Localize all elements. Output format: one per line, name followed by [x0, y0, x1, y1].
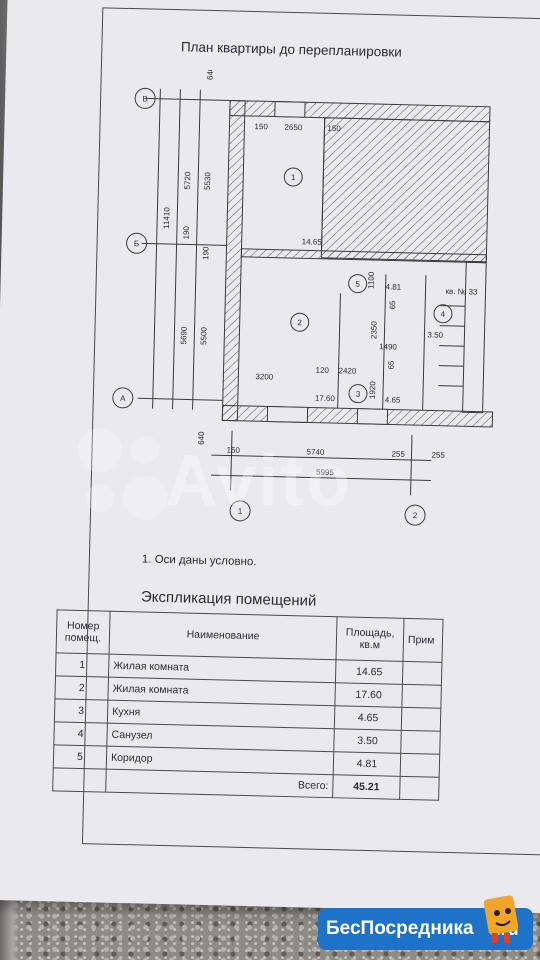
row-num: 2 — [54, 675, 109, 701]
row-area: 4.65 — [334, 705, 402, 731]
total-value: 45.21 — [332, 774, 401, 800]
dim-bottom-150: 150 — [226, 445, 240, 454]
logo-text: БесПосредника — [326, 918, 474, 939]
dim-left-5690: 5690 — [179, 326, 188, 345]
area-room-2: 17.60 — [315, 394, 336, 403]
area-room-3: 4.65 — [385, 395, 401, 404]
dim-left-5500: 5500 — [199, 326, 208, 345]
dim-top-150-b: 150 — [327, 124, 341, 133]
dim-left-5720: 5720 — [183, 171, 192, 190]
axis-bubble-v — [134, 87, 156, 109]
row-num: 3 — [54, 698, 108, 724]
axis-bubble-1 — [229, 500, 251, 522]
axis-label-v: В — [142, 94, 148, 103]
dim-65-b: 65 — [387, 360, 396, 370]
neighbor-area — [320, 117, 491, 263]
area-room-4: 3.50 — [427, 330, 443, 339]
dim-3200: 3200 — [255, 372, 274, 381]
room-number-3: 3 — [356, 390, 361, 399]
row-area: 14.65 — [335, 659, 403, 685]
room-bubble-5 — [348, 274, 368, 294]
axis-bubble-2 — [404, 504, 426, 526]
dim-left-5530: 5530 — [203, 171, 212, 190]
axis-label-1: 1 — [238, 507, 243, 516]
axis-bubble-b — [126, 232, 148, 254]
room-number-5: 5 — [355, 280, 360, 289]
dim-bottom-5995: 5995 — [316, 468, 335, 477]
stair-well — [462, 261, 487, 414]
axis-label-2: 2 — [413, 511, 418, 520]
header-area: Площадь, кв.м — [335, 616, 405, 662]
dim-left-640-top: 640 — [206, 67, 215, 80]
room-number-2: 2 — [297, 318, 302, 327]
watermark-text: Avito — [165, 441, 353, 521]
room-bubble-1 — [283, 167, 303, 187]
header-num: Номер помещ. — [56, 609, 111, 655]
axis-bubble-a — [112, 387, 134, 409]
total-label: Всего: — [105, 769, 334, 798]
dim-left-11410: 11410 — [162, 207, 172, 229]
dim-120: 120 — [315, 366, 329, 375]
room-bubble-3 — [348, 384, 368, 404]
row-area: 4.81 — [333, 751, 401, 777]
neighbor-label: кв. № 33 — [445, 287, 478, 297]
dim-left-190-a: 190 — [182, 225, 191, 239]
dim-bottom-5740: 5740 — [306, 447, 325, 456]
row-note — [401, 684, 442, 709]
dim-bottom-255-b: 255 — [431, 450, 445, 459]
wall-left — [221, 99, 246, 422]
row-num: 1 — [55, 652, 110, 678]
dim-2420: 2420 — [338, 366, 357, 375]
room-number-1: 1 — [291, 173, 296, 182]
row-note — [401, 707, 441, 732]
axis-label-a: А — [120, 394, 126, 403]
row-note — [400, 730, 441, 755]
dim-top-2650: 2650 — [284, 123, 303, 132]
dim-1100: 1100 — [367, 271, 376, 289]
mascot-icon — [483, 895, 519, 943]
dim-1920: 1920 — [368, 381, 377, 400]
dim-1490: 1490 — [379, 342, 398, 351]
axis-label-b: Б — [134, 239, 139, 248]
area-room-1: 14.65 — [302, 237, 323, 246]
room-number-4: 4 — [441, 310, 446, 319]
floor-plan: В Б А 1 2 1 2 3 4 5 640 5720 5530 11410 … — [112, 67, 494, 526]
area-room-5: 4.81 — [386, 282, 402, 291]
row-area: 17.60 — [334, 682, 403, 708]
header-note: Прим — [402, 618, 444, 663]
dim-bottom-255-a: 255 — [391, 450, 405, 459]
dim-left-640-bottom: 640 — [197, 431, 206, 445]
row-area: 3.50 — [333, 728, 402, 754]
row-note — [402, 661, 442, 686]
dim-left-190-b: 190 — [201, 246, 210, 260]
row-num: 4 — [53, 721, 108, 747]
dim-65-a: 65 — [388, 300, 397, 310]
dim-2350: 2350 — [369, 321, 378, 340]
dim-top-150-a: 150 — [254, 122, 268, 131]
header-name: Наименование — [109, 611, 338, 660]
room-bubble-2 — [290, 312, 310, 332]
wall-mid — [240, 248, 487, 264]
row-note — [400, 753, 440, 778]
explication-table: Номер помещ. Наименование Площадь, кв.м … — [52, 609, 444, 801]
room-bubble-4 — [433, 304, 453, 324]
document-sheet: План квартиры до перепланировки — [0, 0, 540, 914]
row-num: 5 — [53, 744, 107, 770]
